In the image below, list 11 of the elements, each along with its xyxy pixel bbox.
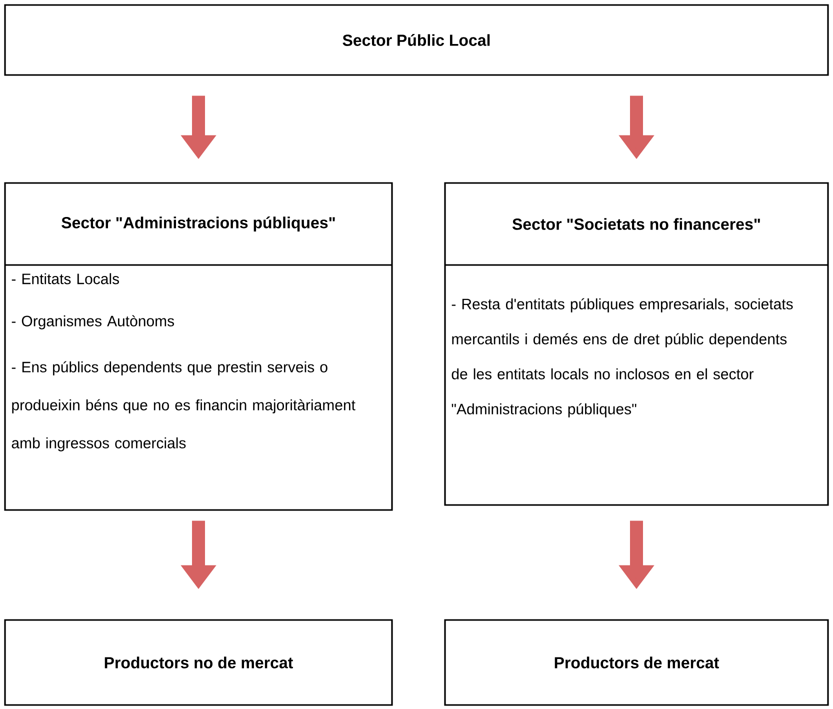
sector-box: Sector Públic Local: [4, 4, 829, 76]
heading-text: Sector "Administracions públiques": [62, 216, 335, 232]
heading-text: Sector "Societats no financeres": [512, 218, 760, 230]
list-item: - Resta d'entitats públiques empresarials, societats mercantils i demés ens de dret públic dependents de les entitats locals no inclosos en el sector "Administracions públiques": [452, 298, 793, 418]
sector-box: Productors no de mercat: [4, 619, 393, 706]
list-item: - Ens públics dependents que prestin serveis o produeixin béns que no es financin majoritàriament amb ingressos comercials: [12, 361, 356, 452]
sector-box: [444, 182, 829, 506]
list-item: - Organismes Autònoms: [12, 315, 174, 330]
sector-box: [4, 182, 393, 511]
sector-box: Productors de mercat: [444, 619, 829, 706]
list-item: - Entitats Locals: [12, 273, 120, 284]
